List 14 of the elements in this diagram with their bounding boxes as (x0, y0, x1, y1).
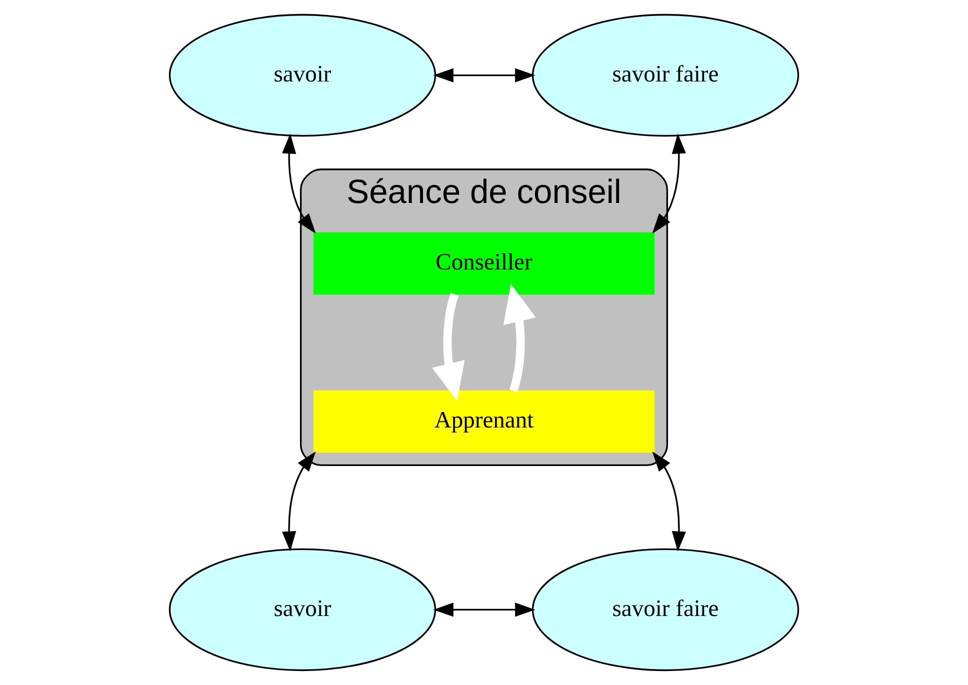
node-ellipse: savoir faire (532, 548, 800, 672)
node-box: Conseiller (313, 232, 655, 295)
arrow (282, 133, 316, 234)
arrow (282, 451, 316, 552)
node-ellipse: savoir (168, 14, 436, 137)
arrow (503, 284, 536, 392)
arrow (652, 451, 686, 552)
arrow (433, 68, 536, 82)
node-ellipse: savoir (168, 548, 436, 672)
arrow (433, 602, 536, 617)
node-box: Apprenant (313, 390, 655, 453)
arrow (432, 292, 465, 402)
node-ellipse: savoir faire (532, 14, 800, 137)
arrow (652, 133, 686, 234)
